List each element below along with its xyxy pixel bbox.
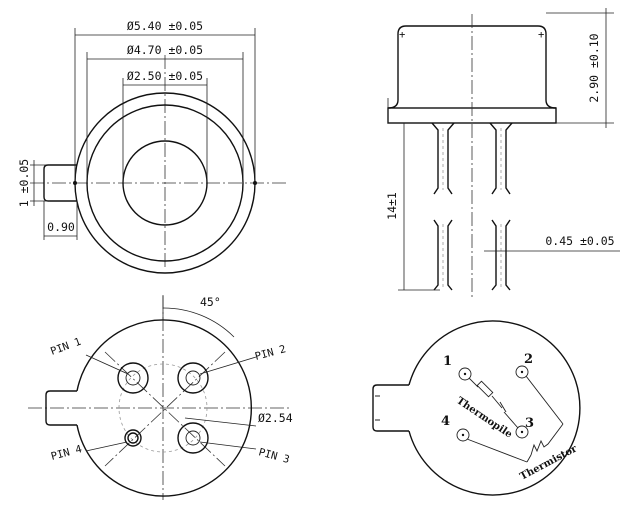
- pin-1-leader: [85, 354, 129, 375]
- dim-window-diameter: Ø2.50 ±0.05: [127, 69, 203, 83]
- pin-center: [520, 370, 524, 374]
- thermopile-cap: [499, 401, 507, 413]
- schematic-tab: [372, 384, 409, 432]
- thermopile-symbol: [476, 380, 494, 398]
- pin-3-hole: [185, 430, 201, 446]
- side-view-can-fillet-right: [545, 99, 557, 109]
- dim-outer-diameter: Ø5.40 ±0.05: [127, 19, 203, 33]
- pin-1-label: PIN 1: [49, 336, 83, 358]
- thermopile-wire: [468, 377, 479, 388]
- pitch-circle: [118, 363, 208, 453]
- pin-2-hole: [185, 370, 201, 386]
- dim-tab-width: 1 ±0.05: [17, 159, 31, 207]
- schematic-view: 1 2 3 4 Thermopile Thermistor: [372, 320, 581, 496]
- schematic-num-1: 1: [443, 354, 452, 369]
- thermopile-label: Thermopile: [454, 395, 514, 440]
- pitch-circle-label: Ø2.54: [258, 411, 293, 425]
- thermistor-wire: [526, 454, 532, 463]
- end-dot: [253, 181, 257, 185]
- dim-lead-length: 14±1: [385, 192, 399, 220]
- thermistor-symbol: [530, 423, 564, 456]
- pin-4-hole: [127, 432, 139, 444]
- pin-4-leader: [85, 441, 128, 452]
- top-view: Ø5.40 ±0.05 Ø4.70 ±0.05 Ø2.50 ±0.05 1 ±0…: [17, 19, 288, 274]
- lead-left-upper-inner: [447, 122, 455, 195]
- bottom-view-flange: [76, 319, 252, 497]
- dim-lead-diameter: 0.45 ±0.05: [545, 234, 614, 248]
- pin-center: [463, 372, 467, 376]
- pin-1-hole: [125, 370, 141, 386]
- schematic-pin-3: [515, 425, 529, 439]
- end-dot: [73, 181, 77, 185]
- lead-right-upper-outer: [489, 122, 497, 195]
- pin-3-pad: [177, 422, 209, 454]
- bottom-view: PIN 1 PIN 2 PIN 3 PIN 4 45° Ø2.54: [28, 295, 293, 500]
- schematic-num-4: 4: [441, 414, 450, 429]
- pin-3-leader: [199, 441, 257, 450]
- dim-can-height: 2.90 ±0.10: [587, 33, 601, 102]
- pin-3-label: PIN 3: [257, 446, 291, 466]
- side-view-can-fillet-left: [387, 99, 399, 109]
- angle-label: 45°: [200, 295, 221, 309]
- thermopile-wire: [503, 411, 519, 429]
- schematic-tab-marks: [375, 395, 380, 421]
- schematic-pin-1: [458, 367, 472, 381]
- side-view: 2.90 ±0.10 14±1 0.45 ±0.05 + +: [385, 8, 620, 300]
- pin-2-label: PIN 2: [254, 343, 288, 363]
- thermistor-label: Thermistor: [518, 443, 579, 483]
- pin-4-label: PIN 4: [50, 443, 84, 463]
- schematic-num-2: 2: [524, 352, 533, 367]
- lead-right-lower-inner: [505, 219, 511, 291]
- schematic-pin-4: [456, 428, 470, 442]
- lead-right-lower-outer: [491, 219, 497, 291]
- lead-left-upper-outer: [431, 122, 439, 195]
- pin-4-pad: [124, 429, 142, 447]
- bottom-view-tab: [45, 390, 77, 426]
- schematic-outline: [408, 320, 581, 496]
- schematic-pin-2: [515, 365, 529, 379]
- angle-arc: [162, 307, 235, 338]
- lead-right-upper-inner: [505, 122, 513, 195]
- pin-2-pad: [177, 362, 209, 394]
- thermistor-wire: [466, 438, 528, 463]
- lead-left-lower-outer: [433, 219, 439, 291]
- pin-center: [461, 433, 465, 437]
- pin-2-leader: [199, 356, 257, 375]
- corner-mark: +: [538, 29, 544, 41]
- schematic-num-3: 3: [525, 416, 534, 431]
- pin-center: [520, 430, 524, 434]
- pin-1-pad: [117, 362, 149, 394]
- diagonal-centerline: [104, 351, 226, 467]
- lead-left-lower-inner: [447, 219, 453, 291]
- thermistor-wire: [525, 375, 564, 425]
- thermopile-wire: [491, 395, 503, 409]
- corner-mark: +: [399, 29, 405, 41]
- dim-tab-length: 0.90: [47, 220, 75, 234]
- pitch-leader: [184, 417, 257, 427]
- dim-can-diameter: Ø4.70 ±0.05: [127, 43, 203, 57]
